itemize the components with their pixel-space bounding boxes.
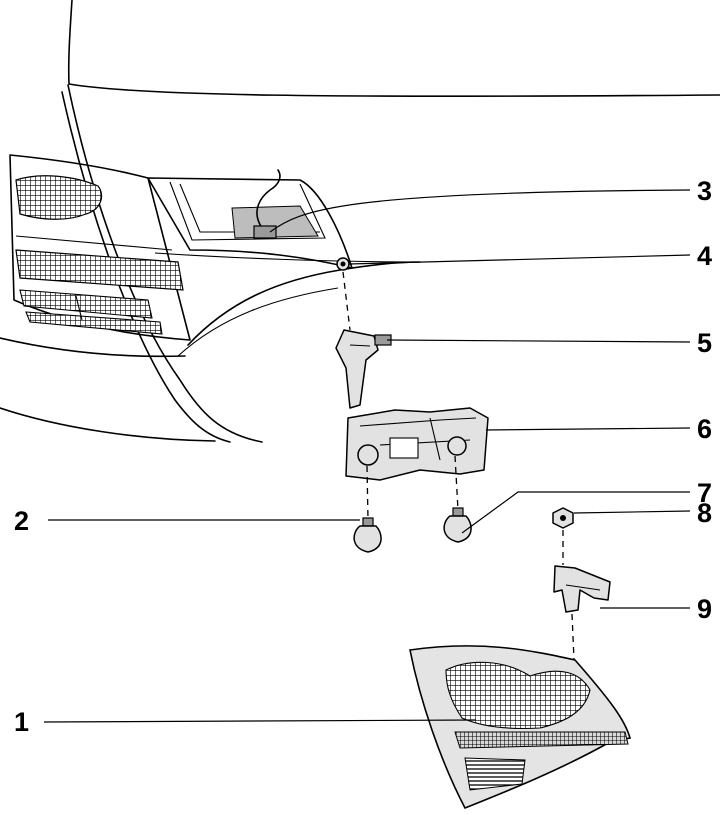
leader-5: [386, 339, 691, 343]
leader-6: [485, 427, 691, 431]
part-2-bulb: [353, 517, 382, 553]
callout-6: 6: [697, 414, 712, 444]
callout-8: 8: [697, 498, 712, 528]
car-front-bumper: [0, 0, 720, 443]
leader-7: [461, 491, 690, 534]
callout-7: 7: [697, 478, 712, 508]
grille-mesh-lower: [15, 249, 184, 291]
part-1-lens-cover: [409, 645, 632, 810]
leader-lines: [43, 189, 691, 723]
leader-1: [43, 719, 477, 723]
callout-labels: 3 4 5 6 7 2 8 9 1: [14, 176, 712, 737]
part-9-bracket: [553, 565, 611, 661]
callout-9: 9: [697, 594, 712, 624]
callout-4: 4: [697, 241, 712, 271]
part-7-bulb: [443, 507, 472, 543]
callout-1: 1: [14, 707, 29, 737]
part-6-lamp-housing: [345, 407, 489, 521]
leader-3: [269, 189, 691, 233]
grille-mesh-upper: [15, 175, 103, 220]
callout-3: 3: [697, 176, 712, 206]
callout-2: 2: [14, 506, 29, 536]
part-5-bracket: [335, 329, 392, 409]
part-8-nut: [552, 507, 574, 565]
callout-5: 5: [697, 328, 712, 358]
leader-8: [573, 510, 691, 514]
leader-4: [348, 254, 691, 265]
